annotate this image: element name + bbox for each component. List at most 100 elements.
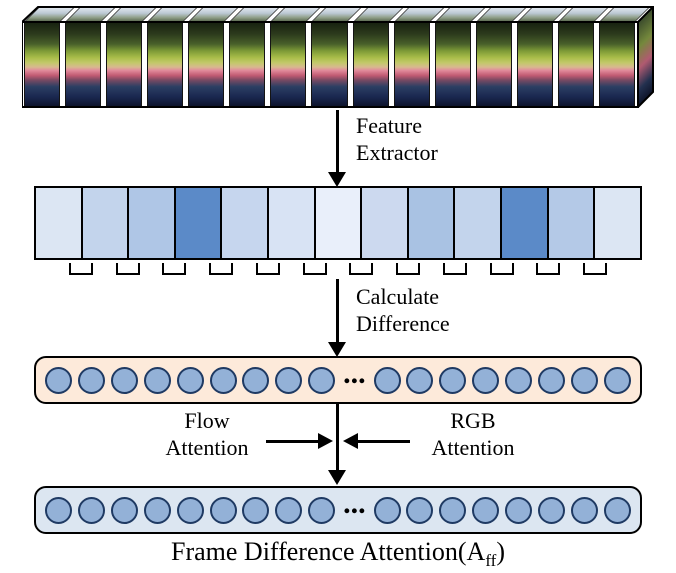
difference-bracket bbox=[255, 263, 280, 275]
frame-image bbox=[557, 22, 594, 107]
attention-circle bbox=[505, 496, 533, 524]
attention-circle bbox=[77, 366, 105, 394]
video-frame bbox=[104, 6, 158, 108]
difference-bracket bbox=[442, 263, 467, 275]
attention-circle bbox=[472, 496, 500, 524]
feature-segment bbox=[455, 188, 503, 258]
difference-bracket bbox=[209, 263, 234, 275]
feature-segment bbox=[408, 188, 456, 258]
attention-circle bbox=[275, 366, 303, 394]
video-frame bbox=[556, 6, 609, 108]
diagram-caption: Frame Difference Attention(Aff) bbox=[0, 537, 676, 571]
attention-circle bbox=[406, 496, 434, 524]
feature-segment bbox=[175, 188, 223, 258]
difference-bracket bbox=[162, 263, 187, 275]
attention-circle bbox=[176, 496, 204, 524]
video-frame bbox=[268, 6, 322, 108]
frame-image bbox=[106, 22, 143, 107]
attention-circle bbox=[242, 366, 270, 394]
feature-bar bbox=[34, 186, 642, 260]
attention-circle bbox=[603, 496, 631, 524]
rgb-attention-label-line2: Attention bbox=[431, 435, 515, 460]
feature-extractor-label: Feature Extractor bbox=[356, 112, 438, 166]
video-frame bbox=[309, 6, 363, 108]
feature-segment bbox=[129, 188, 176, 258]
video-frame bbox=[351, 6, 404, 108]
difference-bracket bbox=[396, 263, 421, 275]
attention-circle bbox=[45, 496, 72, 524]
difference-bracket bbox=[115, 263, 140, 275]
calculate-difference-arrow bbox=[336, 279, 339, 342]
attention-circle bbox=[110, 366, 138, 394]
frame-image bbox=[188, 22, 225, 107]
attention-circle bbox=[406, 366, 434, 394]
video-frame bbox=[597, 6, 650, 108]
attention-circle bbox=[209, 366, 237, 394]
caption-prefix: Frame Difference Attention(A bbox=[171, 537, 486, 566]
difference-brackets bbox=[34, 263, 642, 277]
frame-image bbox=[516, 22, 553, 107]
feature-segment bbox=[82, 188, 130, 258]
frame-image bbox=[475, 22, 512, 107]
frame-image bbox=[24, 22, 61, 107]
attention-circle bbox=[571, 366, 598, 394]
feature-extractor-label-line2: Extractor bbox=[356, 140, 438, 165]
attention-circle bbox=[439, 496, 467, 524]
feature-segment bbox=[595, 188, 640, 258]
attention-circle bbox=[439, 366, 467, 394]
rgb-attention-label-line1: RGB bbox=[450, 408, 496, 433]
attention-circle bbox=[110, 496, 138, 524]
attention-circle bbox=[143, 366, 171, 394]
feature-extractor-label-line1: Feature bbox=[356, 113, 422, 138]
attention-circle bbox=[538, 366, 566, 394]
video-frame bbox=[515, 6, 568, 108]
attention-circle bbox=[77, 496, 105, 524]
frame-difference-token-bar: ... bbox=[34, 356, 642, 404]
feature-segment bbox=[36, 188, 83, 258]
frame-image bbox=[352, 22, 389, 107]
video-frame bbox=[145, 6, 199, 108]
frame-image bbox=[65, 22, 102, 107]
flow-attention-label-line1: Flow bbox=[184, 408, 230, 433]
feature-segment bbox=[222, 188, 270, 258]
ellipsis: ... bbox=[343, 487, 366, 520]
attention-circle bbox=[242, 496, 270, 524]
frames-stack-side-face bbox=[638, 6, 654, 108]
attention-circle bbox=[571, 496, 598, 524]
attention-output-bar: ... bbox=[34, 486, 642, 534]
attention-circle bbox=[209, 496, 237, 524]
feature-segment bbox=[315, 188, 363, 258]
attention-circle bbox=[373, 496, 401, 524]
frame-image bbox=[147, 22, 184, 107]
attention-circle bbox=[275, 496, 303, 524]
difference-bracket bbox=[536, 263, 561, 275]
frame-image bbox=[229, 22, 266, 107]
feature-extractor-arrowhead-icon bbox=[328, 172, 346, 187]
flow-attention-label-line2: Attention bbox=[165, 435, 249, 460]
calculate-difference-arrowhead-icon bbox=[328, 342, 346, 357]
video-frame bbox=[186, 6, 240, 108]
video-frame bbox=[392, 6, 445, 108]
feature-segment bbox=[548, 188, 596, 258]
frame-image bbox=[434, 22, 471, 107]
flow-attention-arrow bbox=[266, 440, 318, 443]
frame-image bbox=[393, 22, 430, 107]
attention-circle bbox=[472, 366, 500, 394]
attention-circle bbox=[308, 496, 336, 524]
video-frame bbox=[433, 6, 486, 108]
video-frames-stack bbox=[22, 6, 654, 108]
video-frame bbox=[474, 6, 527, 108]
attention-merge-arrowhead-icon bbox=[328, 470, 346, 485]
attention-circle bbox=[143, 496, 171, 524]
difference-bracket bbox=[349, 263, 374, 275]
attention-circle bbox=[45, 366, 72, 394]
caption-suffix: ) bbox=[496, 537, 505, 566]
video-frame bbox=[63, 6, 117, 108]
calculate-difference-label-line2: Difference bbox=[356, 311, 450, 336]
caption-subscript: ff bbox=[485, 551, 497, 571]
difference-bracket bbox=[302, 263, 327, 275]
difference-bracket bbox=[68, 263, 93, 275]
attention-circle bbox=[538, 496, 566, 524]
feature-segment bbox=[269, 188, 316, 258]
